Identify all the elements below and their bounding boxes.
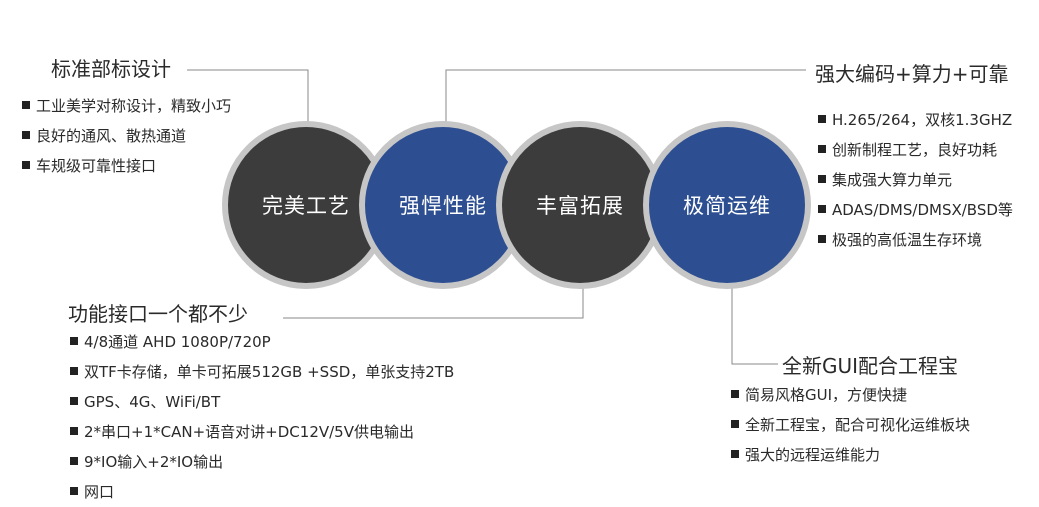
bullet-icon — [818, 205, 826, 213]
list-item: 良好的通风、散热通道 — [22, 120, 231, 150]
list-item: 网口 — [70, 476, 454, 506]
list-item: 2*串口+1*CAN+语音对讲+DC12V/5V供电输出 — [70, 416, 454, 446]
list-item: 强大的远程运维能力 — [731, 439, 970, 469]
list-item: 9*IO输入+2*IO输出 — [70, 446, 454, 476]
bullet-icon — [818, 175, 826, 183]
list-item: 极强的高低温生存环境 — [818, 224, 1013, 254]
circle-craft-label: 完美工艺 — [262, 194, 350, 218]
connector-maintenance — [731, 280, 778, 365]
list-item: GPS、4G、WiFi/BT — [70, 386, 454, 416]
list-item: ADAS/DMS/DMSX/BSD等 — [818, 194, 1013, 224]
bullet-icon — [70, 337, 78, 345]
bullet-icon — [22, 161, 30, 169]
bullet-icon — [70, 457, 78, 465]
circle-performance-label: 强悍性能 — [399, 194, 487, 218]
circle-maintenance: 极简运维 — [643, 121, 811, 289]
connector-craft — [187, 69, 309, 125]
bullet-icon — [818, 235, 826, 243]
connector-performance — [445, 69, 806, 125]
bullet-icon — [818, 145, 826, 153]
maintenance-heading: 全新GUI配合工程宝 — [782, 354, 959, 378]
list-item: 车规级可靠性接口 — [22, 150, 231, 180]
craft-list: 工业美学对称设计，精致小巧 良好的通风、散热通道 车规级可靠性接口 — [22, 90, 231, 180]
list-item: 4/8通道 AHD 1080P/720P — [70, 326, 454, 356]
list-item: 工业美学对称设计，精致小巧 — [22, 90, 231, 120]
list-item: 简易风格GUI，方便快捷 — [731, 379, 970, 409]
bullet-icon — [731, 390, 739, 398]
performance-list: H.265/264，双核1.3GHZ 创新制程工艺，良好功耗 集成强大算力单元 … — [818, 104, 1013, 254]
list-item: 集成强大算力单元 — [818, 164, 1013, 194]
bullet-icon — [70, 367, 78, 375]
bullet-icon — [70, 427, 78, 435]
connector-expansion — [283, 280, 584, 319]
expansion-heading: 功能接口一个都不少 — [68, 302, 248, 326]
list-item: 双TF卡存储，单卡可拓展512GB +SSD，单张支持2TB — [70, 356, 454, 386]
list-item: H.265/264，双核1.3GHZ — [818, 104, 1013, 134]
expansion-list: 4/8通道 AHD 1080P/720P 双TF卡存储，单卡可拓展512GB +… — [70, 326, 454, 506]
list-item: 创新制程工艺，良好功耗 — [818, 134, 1013, 164]
bullet-icon — [731, 420, 739, 428]
list-item: 全新工程宝，配合可视化运维板块 — [731, 409, 970, 439]
bullet-icon — [22, 131, 30, 139]
maintenance-list: 简易风格GUI，方便快捷 全新工程宝，配合可视化运维板块 强大的远程运维能力 — [731, 379, 970, 469]
bullet-icon — [22, 101, 30, 109]
circle-maintenance-label: 极简运维 — [683, 194, 771, 218]
performance-heading: 强大编码+算力+可靠 — [815, 62, 1009, 86]
bullet-icon — [818, 115, 826, 123]
craft-heading: 标准部标设计 — [51, 57, 171, 81]
bullet-icon — [70, 487, 78, 495]
bullet-icon — [70, 397, 78, 405]
circle-expansion: 丰富拓展 — [496, 121, 664, 289]
bullet-icon — [731, 450, 739, 458]
circle-expansion-label: 丰富拓展 — [536, 194, 624, 218]
